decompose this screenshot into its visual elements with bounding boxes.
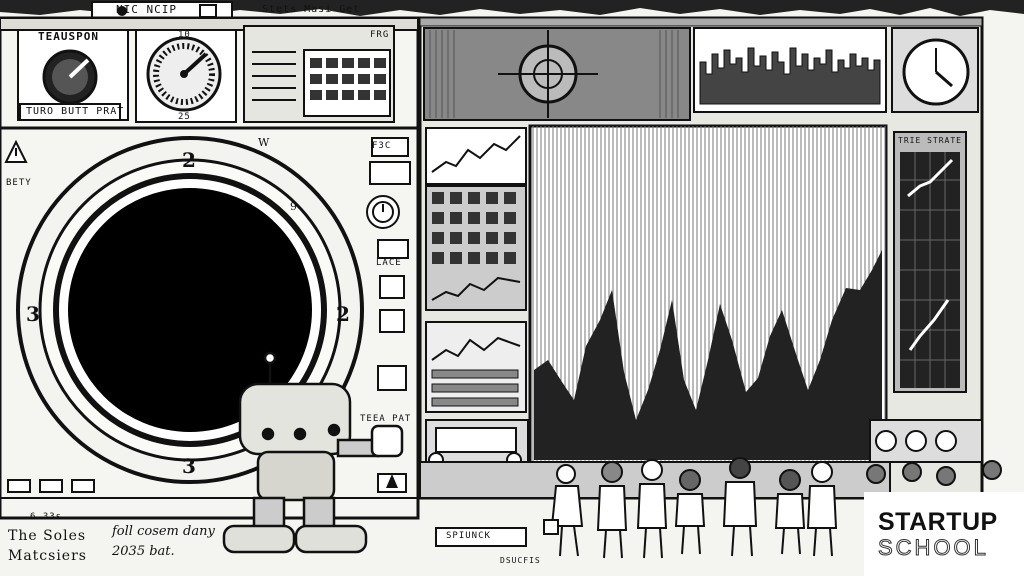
caption-mid-1: foll cosem dany bbox=[112, 524, 215, 539]
control-label-c: TEEA PAT bbox=[360, 414, 412, 424]
dial-bottom-number: 25 bbox=[178, 112, 191, 122]
logo-top-text: STARTUP bbox=[878, 507, 998, 536]
floor-sign-text: SPIUNCK bbox=[446, 531, 491, 541]
dial-top-number: 10 bbox=[178, 30, 191, 40]
gauge-label: TEAUSPON bbox=[38, 30, 99, 43]
porthole-window bbox=[68, 188, 312, 432]
logo-bottom-text: SCHOOL bbox=[878, 534, 989, 560]
robot bbox=[222, 351, 404, 554]
control-label-b: LACE bbox=[376, 258, 402, 268]
small-code: 6 33s bbox=[30, 512, 63, 522]
side-label: BETY bbox=[6, 178, 32, 188]
floor-sign bbox=[435, 527, 527, 547]
caption-left-1: The Soles bbox=[8, 528, 87, 544]
porthole-tick-a: W bbox=[258, 136, 270, 149]
header-subtitle: Stets Masi Get bbox=[262, 4, 361, 15]
caption-mid-2: 2035 bat. bbox=[112, 544, 175, 559]
caption-left-2: Matcsiers bbox=[8, 548, 87, 564]
floor-note: DSUCFIS bbox=[500, 556, 541, 565]
porthole-num-bottom: 3 bbox=[182, 454, 196, 478]
big-chart-tag: TRIE STRATE bbox=[898, 136, 962, 145]
porthole-num-right: 2 bbox=[336, 302, 350, 326]
porthole-num-top: 2 bbox=[182, 148, 196, 172]
porthole-tick-b: 9 bbox=[290, 200, 297, 213]
control-label-a: F3C bbox=[372, 141, 392, 151]
porthole-num-left: 3 bbox=[26, 302, 40, 326]
panel-tag: FRG bbox=[370, 30, 390, 40]
crowd bbox=[543, 457, 1002, 559]
startup-school-logo: STARTUP SCHOOL bbox=[864, 492, 1024, 576]
button-grid bbox=[425, 185, 527, 311]
gauge-caption: TURO BUTT PRAT bbox=[26, 106, 125, 117]
mini-chart-2 bbox=[425, 321, 527, 413]
header-title: NIC NCIP bbox=[116, 3, 177, 16]
